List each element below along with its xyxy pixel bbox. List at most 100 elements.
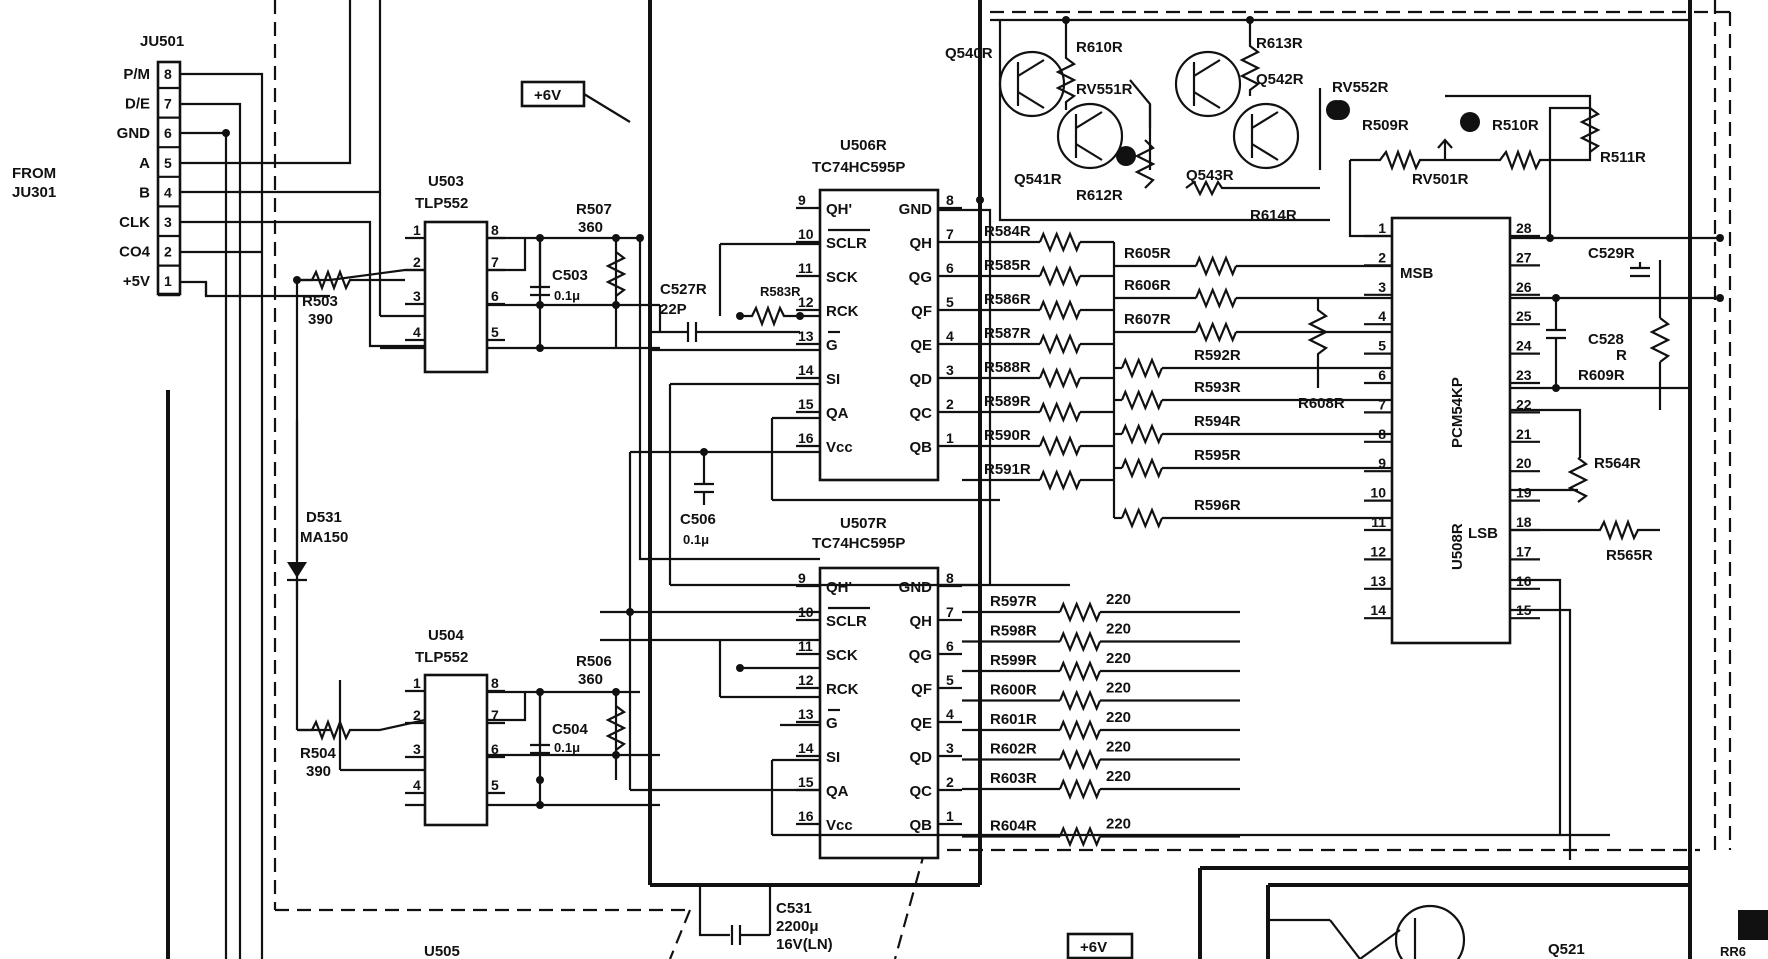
resistor-zigzag <box>1038 401 1082 423</box>
svg-text:Q542R: Q542R <box>1256 71 1304 88</box>
sr-pin-number: 11 <box>798 260 813 276</box>
sr-pin-name: QH <box>910 613 933 630</box>
capacitor-c506: C506 0.1μ <box>680 448 716 547</box>
resistor-zigzag <box>1038 469 1082 491</box>
sr-pin-number: 11 <box>798 638 813 654</box>
connector-ref: JU501 <box>140 33 184 50</box>
dac-pin-number: 3 <box>1378 279 1386 295</box>
resistor-label: R598R <box>990 623 1037 640</box>
sr-pin-name: SCLR <box>826 235 867 252</box>
svg-text:R613R: R613R <box>1256 35 1303 52</box>
dac-pin-number: 12 <box>1370 543 1386 559</box>
connector-signal-label: B <box>139 184 150 201</box>
resistor-label: R591R <box>984 461 1031 478</box>
transistor-cluster: Q540R Q541R Q542R Q543R R610R RV551R R61… <box>945 16 1690 224</box>
svg-text:RV501R: RV501R <box>1412 171 1469 188</box>
sr-pin-number: 8 <box>946 192 954 208</box>
resistor-zigzag <box>1120 457 1164 479</box>
resistor-value: 220 <box>1106 591 1131 608</box>
dac-pin-number: 7 <box>1378 396 1386 412</box>
resistor-r507: R507 360 <box>576 201 627 297</box>
svg-text:R564R: R564R <box>1594 455 1641 472</box>
connector-pin-number: 6 <box>164 125 172 141</box>
dac-pin-number: 24 <box>1516 338 1532 354</box>
resistor-label: R585R <box>984 257 1031 274</box>
svg-text:R509R: R509R <box>1362 117 1409 134</box>
sr-pin-name: SCK <box>826 269 858 286</box>
sr-pin-name: G <box>826 715 838 732</box>
sr-pin-number: 10 <box>798 226 814 242</box>
resistor-zigzag <box>1058 689 1102 712</box>
resistor-label: R596R <box>1194 497 1241 514</box>
svg-text:MA150: MA150 <box>300 529 348 546</box>
sr-pin-name: QB <box>910 817 933 834</box>
sr-pin-number: 3 <box>946 740 954 756</box>
dac-pin-number: 13 <box>1370 573 1386 589</box>
sr-pin-number: 13 <box>798 706 814 722</box>
resistor-label: R588R <box>984 359 1031 376</box>
svg-text:R583R: R583R <box>760 284 801 299</box>
svg-text:C506: C506 <box>680 511 716 528</box>
connector-signal-label: CO4 <box>119 244 151 261</box>
connector-signal-label: CLK <box>119 214 150 231</box>
dac-pin-number: 14 <box>1370 602 1386 618</box>
resistor-zigzag <box>1120 357 1164 379</box>
svg-text:C504: C504 <box>552 721 589 738</box>
resistor-r609: R609R <box>1578 317 1671 384</box>
svg-text:360: 360 <box>578 219 603 236</box>
sr-pin-name: Vcc <box>826 439 853 456</box>
svg-text:R612R: R612R <box>1076 187 1123 204</box>
sr-pin-number: 9 <box>798 570 806 586</box>
sr-pin-number: 16 <box>798 808 814 824</box>
resistor-zigzag <box>1038 265 1082 287</box>
connector-signal-label: D/E <box>125 96 150 113</box>
svg-text:0.1μ: 0.1μ <box>554 288 580 303</box>
resistor-value: 220 <box>1106 739 1131 756</box>
svg-text:360: 360 <box>578 671 603 688</box>
sr-pin-name: QB <box>910 439 933 456</box>
resistor-label: R584R <box>984 223 1031 240</box>
sr-pin-name: QC <box>910 783 933 800</box>
sr-pin-number: 4 <box>946 328 954 344</box>
resistor-r608: R608R <box>1298 298 1345 412</box>
svg-text:R504: R504 <box>300 745 337 762</box>
dac-msb: MSB <box>1400 265 1434 282</box>
resistor-zigzag <box>1120 423 1164 445</box>
shift-register-u506: U506R TC74HC595P 9QH'8GND10SCLR7QH11SCK6… <box>796 137 962 482</box>
capacitor-c528: C528 R <box>1546 298 1627 388</box>
svg-text:R511R: R511R <box>1600 149 1646 166</box>
connector-signal-label: P/M <box>123 66 150 83</box>
sr-pin-number: 9 <box>798 192 806 208</box>
connector-signal-label: GND <box>117 125 151 142</box>
dac-pin-number: 10 <box>1370 485 1386 501</box>
opto-pin-number: 6 <box>491 741 499 757</box>
svg-text:Q541R: Q541R <box>1014 171 1062 188</box>
dac-pin-number: 9 <box>1378 455 1386 471</box>
dac-pin-number: 1 <box>1378 220 1386 236</box>
sr-pin-name: QF <box>911 303 932 320</box>
svg-text:Q540R: Q540R <box>945 45 993 62</box>
resistor-label: R604R <box>990 818 1037 835</box>
resistor-label: R603R <box>990 770 1037 787</box>
connector-pin-number: 1 <box>164 273 172 289</box>
thick-bus-lines <box>166 0 1692 959</box>
resistor-value: 220 <box>1106 768 1131 785</box>
resistor-label: R607R <box>1124 311 1171 328</box>
svg-text:C528: C528 <box>1588 331 1624 348</box>
sr-pin-name: QH' <box>826 201 852 218</box>
svg-text:R610R: R610R <box>1076 39 1123 56</box>
connector-wires <box>180 0 430 959</box>
sr-pin-name: RCK <box>826 681 859 698</box>
connector-signal-label: +5V <box>123 273 150 290</box>
sr-pin-number: 3 <box>946 362 954 378</box>
resistor-zigzag <box>1194 255 1238 277</box>
dac-right-wires <box>1508 106 1724 860</box>
shift-register-wires <box>600 196 1610 837</box>
sr-pin-name: QH <box>910 235 933 252</box>
trimmer-network: R509R R510R R511R RV501R <box>1330 94 1646 238</box>
svg-text:TLP552: TLP552 <box>415 195 468 212</box>
dac-pin-number: 6 <box>1378 367 1386 383</box>
resistor-r565: R565R <box>1510 518 1660 564</box>
